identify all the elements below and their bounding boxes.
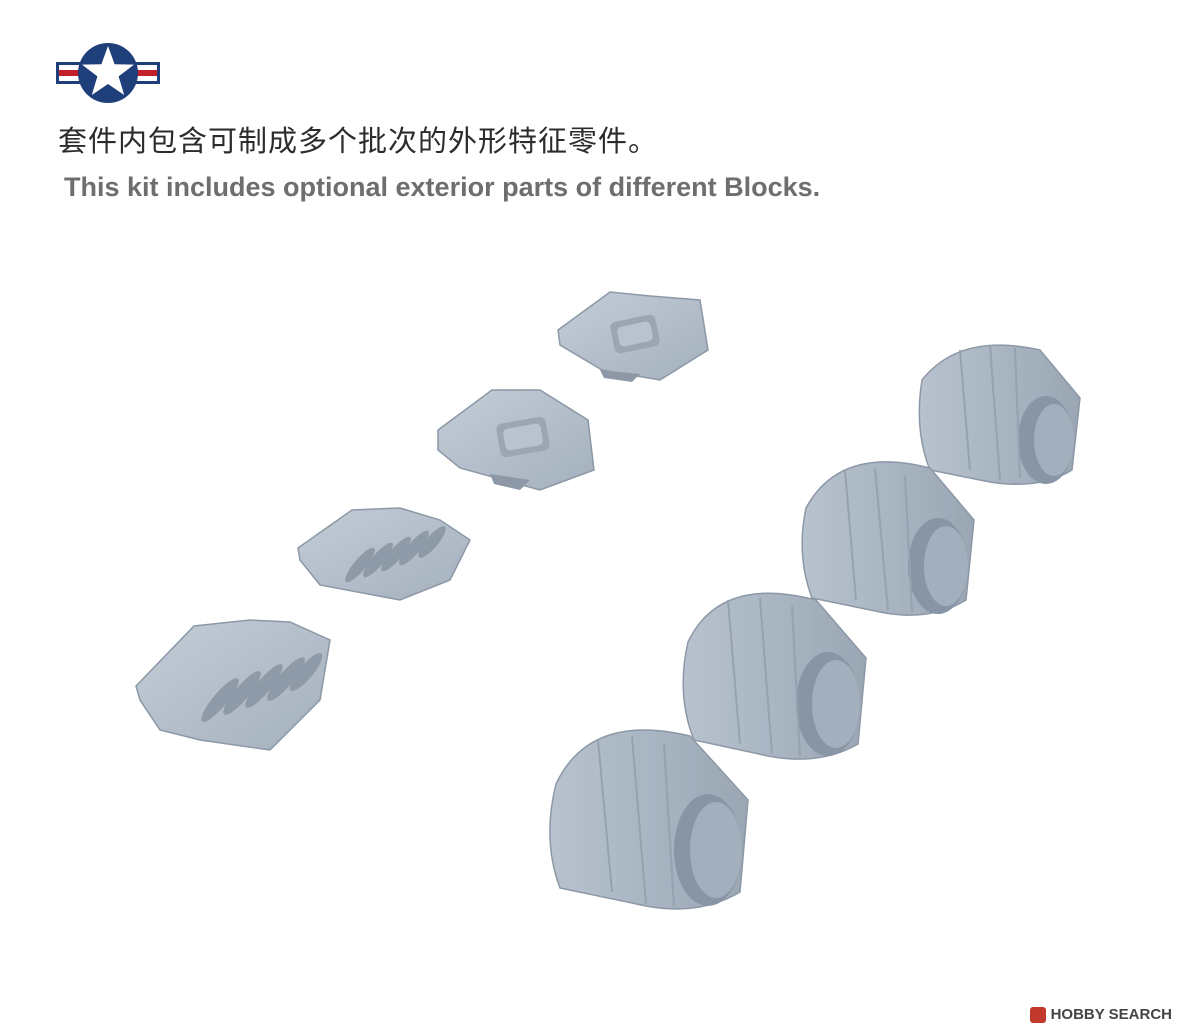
caption-english: This kit includes optional exterior part…: [64, 172, 821, 202]
vent-panel-part-1: [297, 507, 471, 601]
nozzle-part-1: [918, 344, 1081, 486]
hobby-search-logo-icon: [1029, 1006, 1046, 1023]
nozzle-part-4: [549, 729, 749, 910]
us-star-bar-roundel-icon: [56, 43, 160, 103]
panel-part-1: [557, 291, 709, 382]
vent-panel-part-2: [135, 619, 331, 751]
watermark-text: HOBBY SEARCH: [1050, 1006, 1172, 1023]
panel-part-2: [437, 389, 595, 491]
nozzle-part-2: [801, 461, 975, 616]
caption-chinese: 套件内包含可制成多个批次的外形特征零件。: [58, 124, 659, 158]
nozzle-part-3: [682, 592, 867, 760]
watermark: HOBBY SEARCH: [1029, 1006, 1172, 1023]
